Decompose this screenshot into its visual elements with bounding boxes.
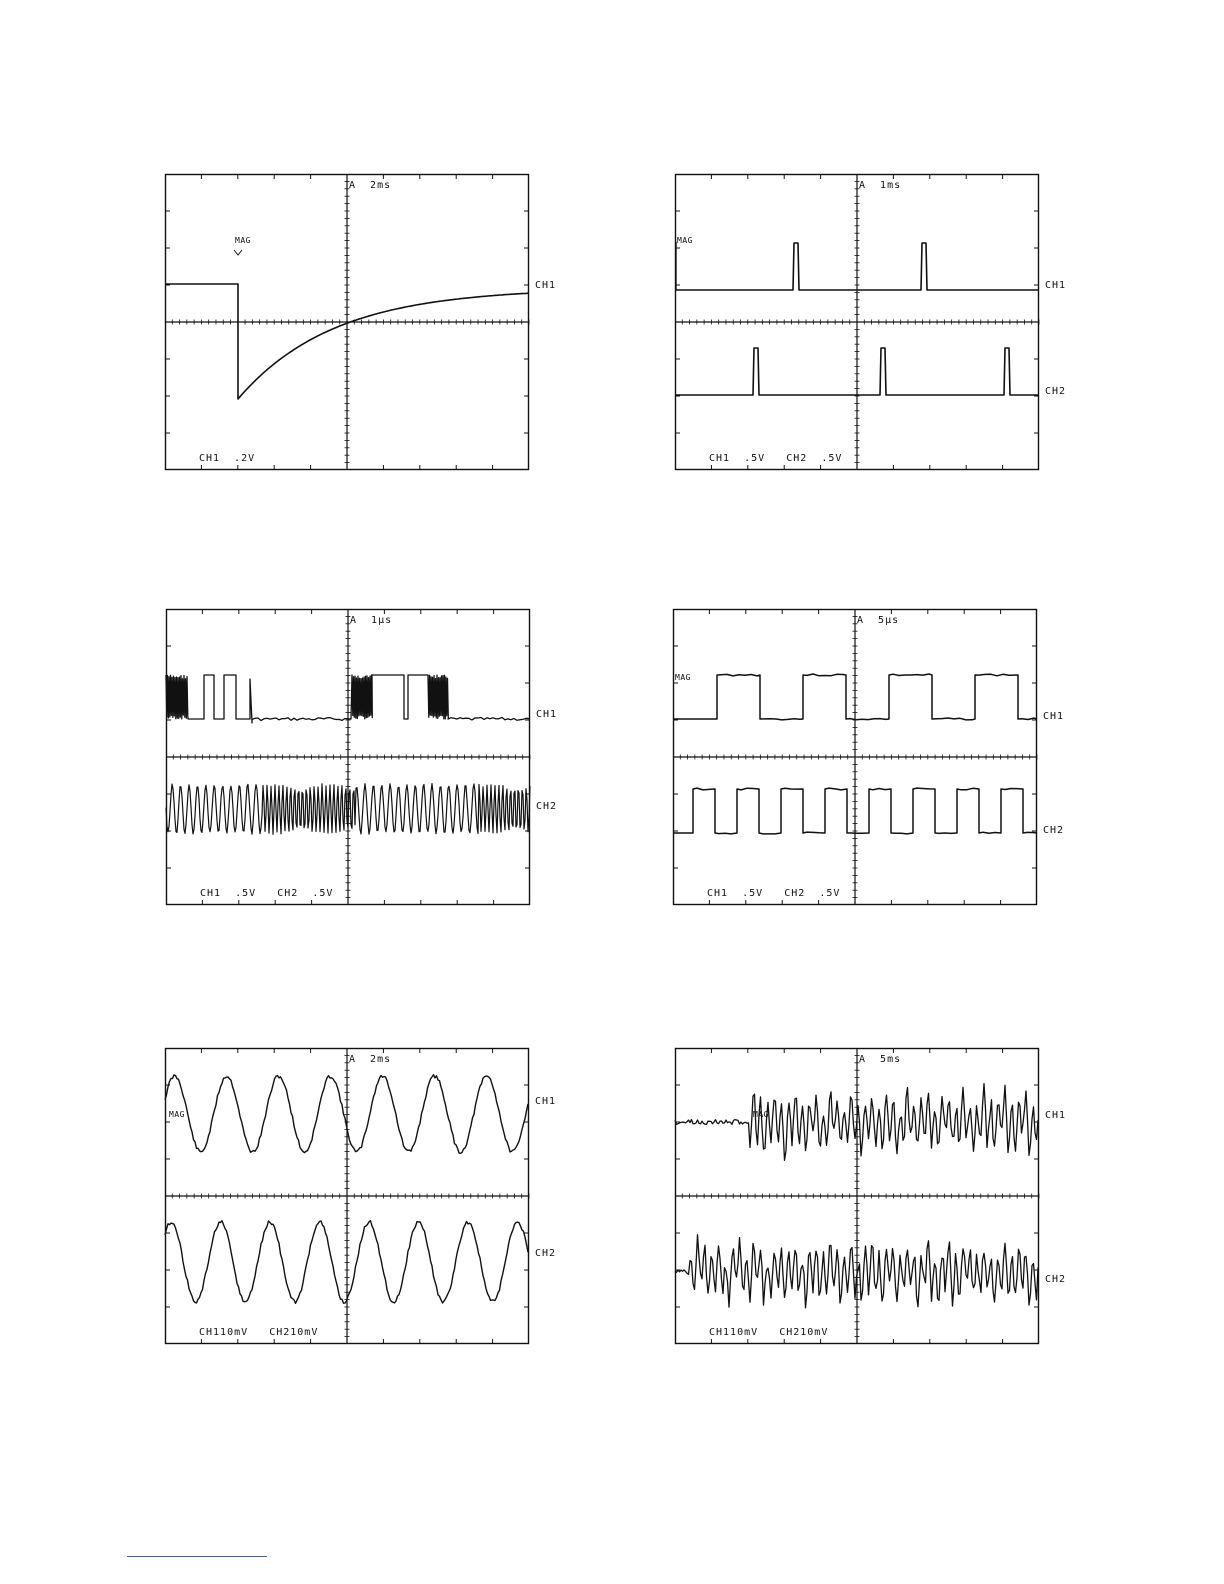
channel-label-ch2: CH2 — [1043, 825, 1064, 836]
channel-label-ch1: CH1 — [536, 709, 557, 720]
channel-label-ch2: CH2 — [535, 1248, 556, 1259]
channel-label-ch1: CH1 — [1045, 280, 1066, 291]
mag-arrow-icon — [234, 250, 242, 255]
timebase-label: A 2ms — [349, 180, 391, 191]
timebase-label: A 5ms — [859, 1054, 901, 1065]
channel-label-ch2: CH2 — [1045, 1274, 1066, 1285]
oscilloscope-trace-5: A 2ms MAG CH110mV CH210mV CH1 CH2 — [165, 1048, 529, 1344]
footnote-rule — [127, 1556, 267, 1557]
channel-label-ch1: CH1 — [1045, 1110, 1066, 1121]
channel-settings: CH1 .5V CH2 .5V — [709, 453, 842, 464]
trace-svg — [675, 174, 1039, 470]
oscilloscope-trace-4: A 5µs MAG CH1 .5V CH2 .5V CH1 CH2 — [673, 609, 1037, 905]
channel-label-ch2: CH2 — [536, 801, 557, 812]
timebase-label: A 1ms — [859, 180, 901, 191]
channel-settings: CH1 .2V — [199, 453, 255, 464]
channel-settings: CH1 .5V CH2 .5V — [707, 888, 840, 899]
oscilloscope-trace-6: A 5ms MAG CH110mV CH210mV CH1 CH2 — [675, 1048, 1039, 1344]
mag-marker-label: MAG — [677, 236, 693, 245]
oscilloscope-trace-3: A 1µs CH1 .5V CH2 .5V CH1 CH2 — [166, 609, 530, 905]
channel-settings: CH110mV CH210mV — [199, 1327, 318, 1338]
mag-marker-label: MAG — [235, 236, 251, 245]
oscilloscope-trace-2: A 1ms MAG CH1 .5V CH2 .5V CH1 CH2 — [675, 174, 1039, 470]
mag-marker-label: MAG — [753, 1110, 769, 1119]
channel-settings: CH1 .5V CH2 .5V — [200, 888, 333, 899]
oscilloscope-trace-1: A 2ms MAG CH1 .2V CH1 — [165, 174, 529, 470]
trace-svg — [166, 609, 530, 905]
channel-settings: CH110mV CH210mV — [709, 1327, 828, 1338]
timebase-label: A 5µs — [857, 615, 899, 626]
trace-svg — [165, 1048, 529, 1344]
channel-label-ch1: CH1 — [535, 280, 556, 291]
timebase-label: A 2ms — [349, 1054, 391, 1065]
timebase-label: A 1µs — [350, 615, 392, 626]
mag-marker-label: MAG — [169, 1110, 185, 1119]
channel-label-ch1: CH1 — [1043, 711, 1064, 722]
channel-label-ch2: CH2 — [1045, 386, 1066, 397]
channel-label-ch1: CH1 — [535, 1096, 556, 1107]
trace-svg — [675, 1048, 1039, 1344]
mag-marker-label: MAG — [675, 673, 691, 682]
trace-svg — [673, 609, 1037, 905]
trace-svg — [165, 174, 529, 470]
